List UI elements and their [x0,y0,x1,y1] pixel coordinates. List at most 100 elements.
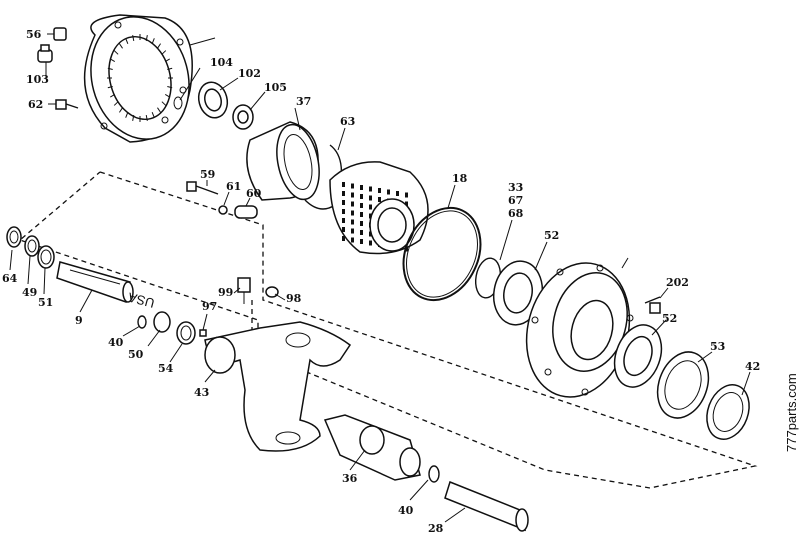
disc-tooth [369,195,372,201]
housing-tooth [167,67,173,71]
housing-tooth [119,107,123,113]
gear-105 [232,104,254,130]
o-ring-40-left [137,315,147,329]
housing-tooth [145,114,148,121]
label-9: 9 [75,314,83,327]
disc-tooth [351,183,354,189]
label-61: 61 [226,180,241,193]
housing-tooth [113,50,119,55]
label-104: 104 [210,56,233,69]
disc-tooth [360,194,363,199]
disc-tooth [369,213,372,219]
housing-tooth [161,101,167,106]
disc-tooth [369,186,372,192]
stamp-text: USA [126,289,156,310]
plug-103 [37,44,53,63]
label-102: 102 [238,67,261,80]
housing-tooth [161,50,167,55]
housing-tooth [145,35,148,42]
label-50: 50 [128,348,144,361]
disc-tooth [369,204,372,210]
disc-tooth [351,192,354,198]
label-33: 33 [508,181,523,194]
label-62: 62 [28,98,43,111]
disc-tooth [369,240,372,246]
housing-tooth [132,35,135,42]
label-43: 43 [194,386,209,399]
label-42: 42 [745,360,760,373]
seal-51 [37,245,55,269]
label-53: 53 [710,340,725,353]
housing-tooth [132,114,135,121]
label-52-upper: 52 [544,229,559,242]
label-40-lower: 40 [398,504,414,517]
label-105: 105 [264,81,287,94]
housing-tooth [107,85,113,89]
ring-gear-37 [246,121,320,201]
disc-tooth [351,228,354,234]
plug-98 [265,286,279,298]
o-ring-40-lower [428,465,440,483]
label-97: 97 [202,300,217,313]
disc-tooth [342,182,345,187]
wheel-hub [525,257,634,398]
disc-tooth [342,209,345,214]
disc-tooth [369,231,372,237]
housing-tooth [167,85,173,89]
label-37: 37 [296,95,311,108]
disc-tooth [342,218,345,223]
pin-60 [234,205,258,219]
label-18: 18 [452,172,468,185]
label-60: 60 [246,187,262,200]
disc-tooth [405,192,408,198]
disc-tooth [387,189,390,195]
disc-tooth [405,201,408,207]
disc-tooth [360,239,363,244]
label-40-left: 40 [108,336,124,349]
o-ring-18 [402,206,482,302]
housing-tooth [107,67,113,71]
label-99: 99 [218,286,233,299]
housing-tooth [110,94,116,98]
label-56: 56 [26,28,42,41]
disc-tooth [360,221,363,226]
bushing-50 [153,311,171,333]
leader-lines [9,62,751,523]
bolt-59 [186,181,219,195]
disc-tooth [360,185,363,190]
label-202: 202 [666,276,689,289]
label-103: 103 [26,73,49,86]
housing-tooth [119,43,123,49]
disc-tooth [342,236,345,241]
shaft-28 [444,481,529,532]
label-51: 51 [38,296,53,309]
ring-42 [706,384,750,440]
seal-64 [6,226,22,248]
housing-tooth [125,38,129,44]
bearing-102 [173,81,229,119]
label-36: 36 [342,472,358,485]
disc-tooth [378,188,381,193]
seal-49 [24,235,40,257]
bearing-52-lower [613,324,663,388]
label-54: 54 [158,362,174,375]
washer-61 [218,205,228,215]
housing-tooth [164,94,170,98]
carrier-housing [83,14,216,143]
stud-202 [644,296,661,314]
bolt-62 [55,99,79,110]
disc-tooth [396,191,399,196]
axle-shaft-9 [56,261,134,303]
disc-tooth [342,227,345,232]
pin-97 [199,329,207,337]
label-49: 49 [22,286,37,299]
housing-tooth [151,112,155,118]
bearing-52-upper [492,260,544,326]
fitting-99 [237,277,251,304]
brake-disc-pack [329,161,429,255]
watermark: 777parts.com [784,373,799,452]
label-59: 59 [200,168,215,181]
label-68: 68 [508,207,524,220]
